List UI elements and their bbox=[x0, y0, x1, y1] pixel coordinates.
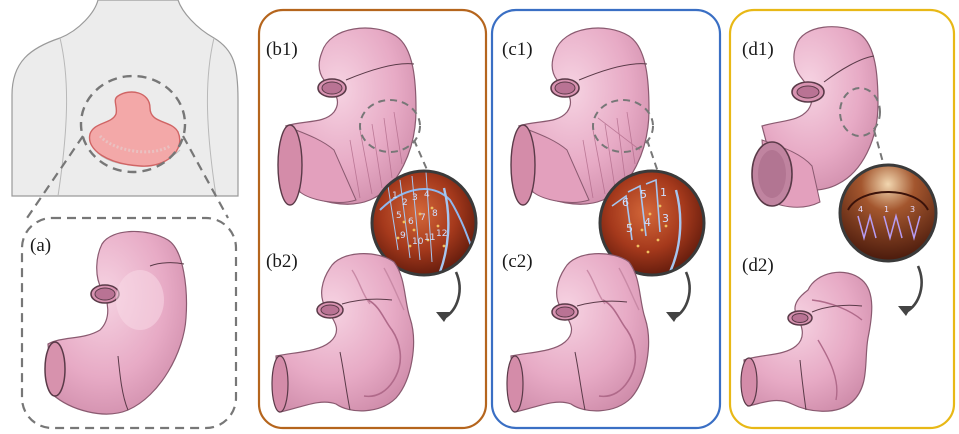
stomach-b2 bbox=[272, 254, 414, 412]
inset-c-num: 6 bbox=[622, 196, 629, 209]
inset-b-num: 11 bbox=[424, 233, 435, 243]
inset-d-num: 3 bbox=[910, 205, 915, 214]
inset-c-num: 3 bbox=[662, 212, 669, 225]
panel-label-b2: (b2) bbox=[266, 252, 298, 271]
inset-c-num: 5 bbox=[626, 222, 633, 235]
inset-b-num: 7 bbox=[420, 213, 426, 223]
panel-label-d2: (d2) bbox=[742, 256, 774, 275]
stomach-d2 bbox=[741, 272, 872, 411]
inset-d-num: 4 bbox=[858, 205, 863, 214]
inset-b-num: 12 bbox=[436, 229, 447, 239]
stomach-a bbox=[45, 231, 186, 414]
panel-label-d1: (d1) bbox=[742, 40, 774, 59]
panel-label-b1: (b1) bbox=[266, 40, 298, 59]
inset-c-num: 1 bbox=[660, 186, 667, 199]
inset-b-num: 9 bbox=[400, 231, 406, 241]
arrow-d bbox=[906, 266, 922, 312]
endoscope-inset-d: 4 1 3 bbox=[840, 165, 936, 261]
inset-b-num: 10 bbox=[412, 237, 424, 247]
inset-b-num: 8 bbox=[432, 209, 438, 219]
inset-b-num: 1 bbox=[392, 191, 398, 201]
inset-b-num: 5 bbox=[396, 211, 402, 221]
arrow-c-head bbox=[666, 312, 680, 322]
panel-label-c2: (c2) bbox=[502, 252, 533, 271]
inset-b-num: 6 bbox=[408, 217, 414, 227]
inset-c-num: 5 bbox=[640, 188, 647, 201]
arrow-d-head bbox=[898, 306, 912, 316]
arrow-b-head bbox=[436, 312, 450, 322]
inset-b-num: 4 bbox=[424, 190, 430, 200]
inset-b-num: 2 bbox=[402, 198, 408, 208]
arrow-c bbox=[674, 272, 690, 318]
arrow-b bbox=[444, 272, 460, 318]
stomach-c2 bbox=[507, 254, 649, 412]
panel-label-a: (a) bbox=[30, 236, 51, 255]
inset-d-num: 1 bbox=[884, 205, 889, 214]
inset-c-num: 4 bbox=[644, 216, 651, 229]
panel-label-c1: (c1) bbox=[502, 40, 533, 59]
inset-b-num: 3 bbox=[412, 193, 418, 203]
